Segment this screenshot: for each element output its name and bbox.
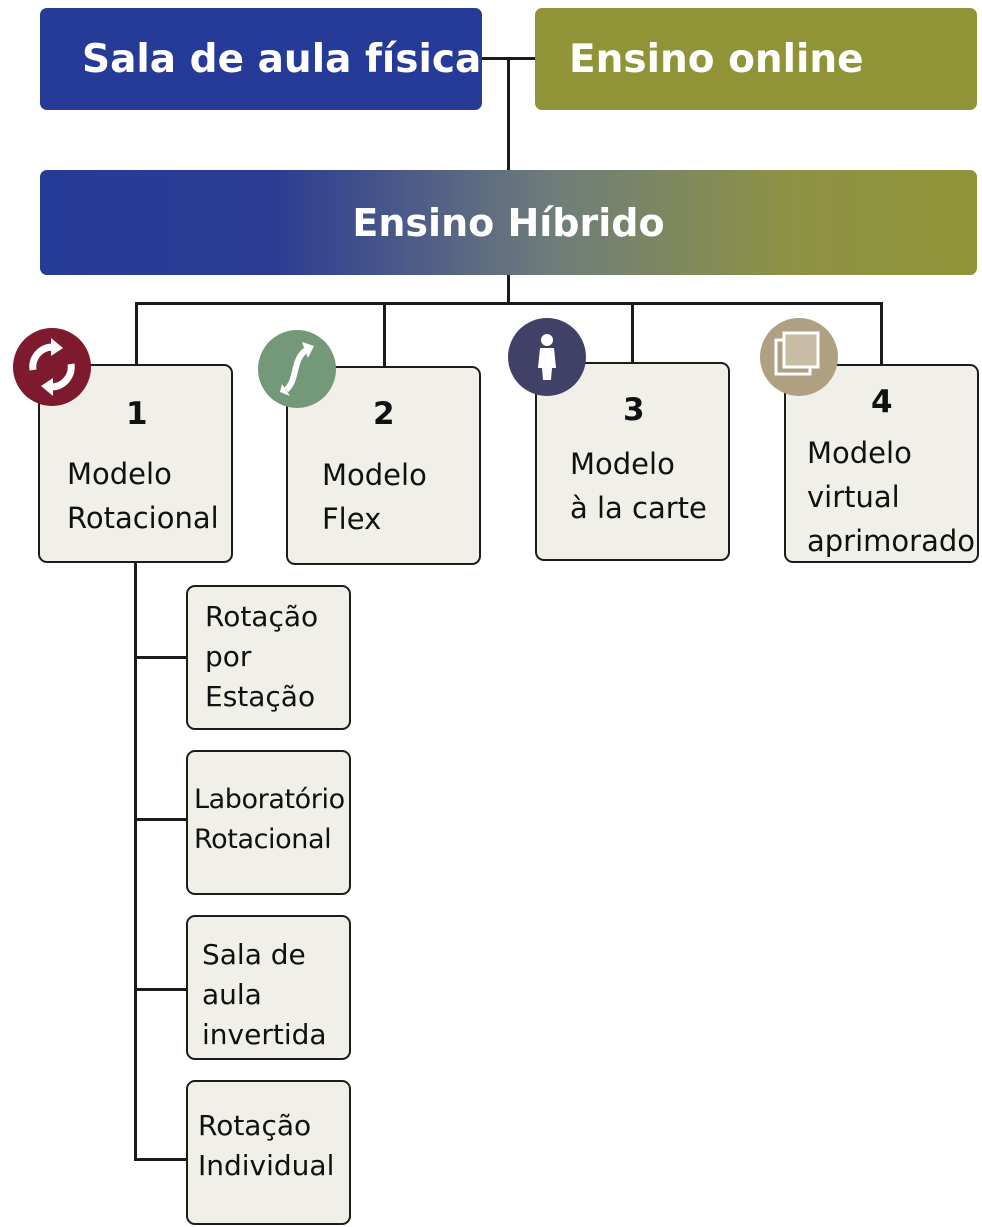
submodel-card-individual-rotation: Rotação Individual <box>186 1080 351 1225</box>
connector-model-1 <box>135 302 138 364</box>
connector-submodel-1 <box>134 656 188 659</box>
connector-submodel-3 <box>134 988 188 991</box>
connector-submodel-2 <box>134 818 188 821</box>
model-label: Modelo Flex <box>322 458 427 536</box>
physical-classroom-box: Sala de aula física <box>40 8 482 110</box>
model-number: 4 <box>871 384 893 420</box>
submodel-label: Rotação Individual <box>198 1109 335 1182</box>
connector-hybrid-vertical <box>507 275 510 305</box>
submodel-label: Rotação por Estação <box>205 600 319 713</box>
submodel-card-flipped-classroom: Sala de aula invertida <box>186 915 351 1060</box>
connector-models-horizontal <box>135 302 883 305</box>
physical-classroom-label: Sala de aula física <box>82 36 482 82</box>
model-label: Modelo virtual aprimorado <box>807 436 975 558</box>
model-number: 1 <box>126 396 148 432</box>
hybrid-learning-label: Ensino Híbrido <box>352 200 665 245</box>
connector-model-2 <box>383 302 386 366</box>
model-card-a-la-carte: 3 Modelo à la carte <box>535 362 730 561</box>
flex-arrows-icon <box>258 330 336 408</box>
layered-squares-icon <box>760 318 838 396</box>
model-label: Modelo à la carte <box>570 447 707 525</box>
hybrid-learning-box: Ensino Híbrido <box>40 170 977 275</box>
model-number: 2 <box>373 396 395 432</box>
model-number: 3 <box>623 392 645 428</box>
connector-submodel-4 <box>134 1158 188 1161</box>
connector-model-4 <box>880 302 883 364</box>
model-card-enriched-virtual: 4 Modelo virtual aprimorado <box>784 364 979 563</box>
model-card-rotational: 1 Modelo Rotacional <box>38 364 233 563</box>
submodel-label: Sala de aula invertida <box>202 938 327 1051</box>
connector-top-vertical <box>507 57 510 170</box>
connector-model-3 <box>631 302 634 362</box>
submodel-card-lab-rotation: Laboratório Rotacional <box>186 750 351 895</box>
online-learning-box: Ensino online <box>535 8 977 110</box>
rotation-arrows-icon <box>13 328 91 406</box>
model-label: Modelo Rotacional <box>67 457 219 535</box>
person-icon <box>508 318 586 396</box>
online-learning-label: Ensino online <box>569 36 864 82</box>
connector-submodels-vertical <box>134 563 137 1161</box>
submodel-label: Laboratório Rotacional <box>194 784 345 855</box>
submodel-card-station-rotation: Rotação por Estação <box>186 585 351 730</box>
